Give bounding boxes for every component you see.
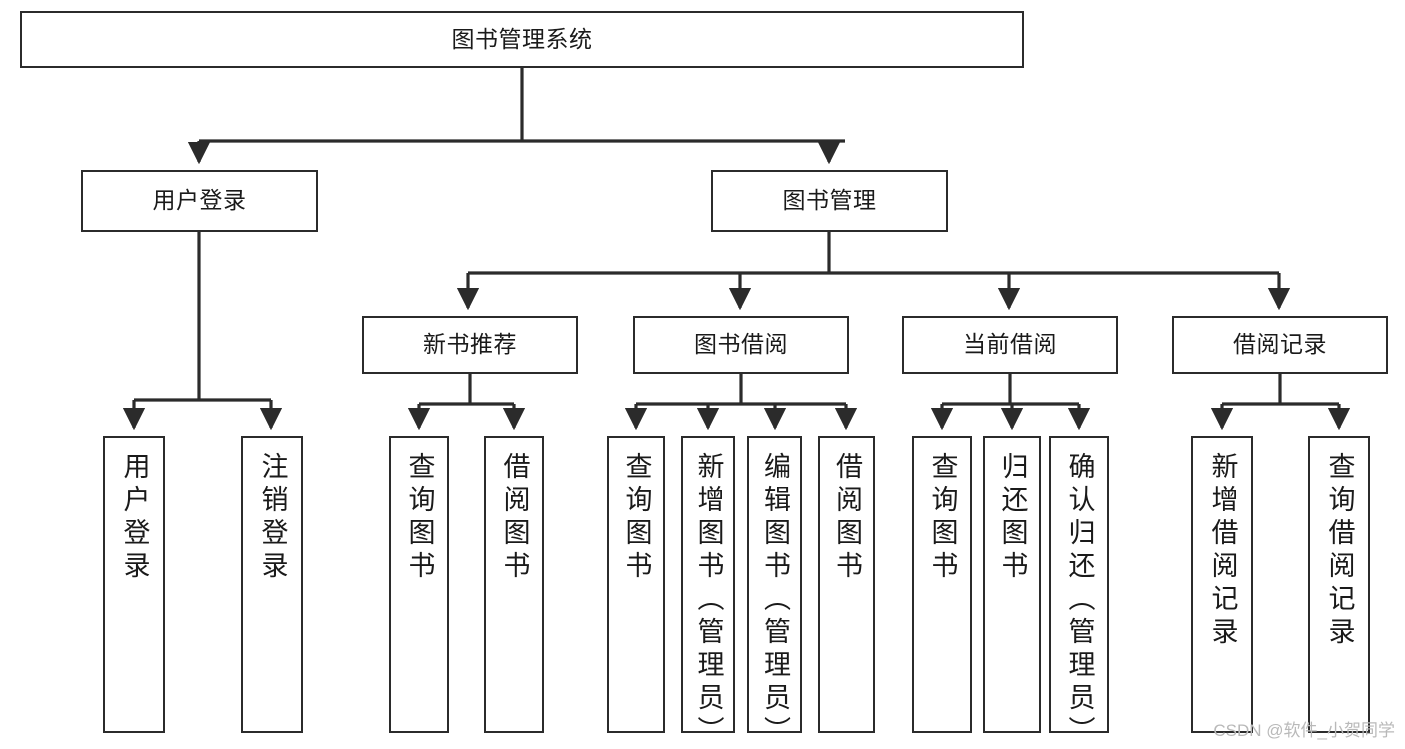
node-leaf-confirm-return[interactable]: 确认归还（管理员）	[1049, 436, 1109, 749]
node-label: 借阅图书	[832, 452, 862, 584]
node-label: 图书管理系统	[451, 25, 593, 52]
node-label: 归还图书	[997, 452, 1028, 584]
node-leaf-user-login[interactable]: 用户登录	[103, 436, 165, 733]
node-user-login[interactable]: 用户登录	[81, 170, 318, 232]
node-label: 新增图书（管理员）	[693, 452, 724, 749]
node-label: 新书推荐	[423, 331, 517, 358]
node-label: 借阅记录	[1233, 331, 1327, 358]
node-borrow-records[interactable]: 借阅记录	[1172, 316, 1388, 374]
node-label: 查询图书	[404, 452, 435, 584]
node-leaf-borrow-book-1[interactable]: 借阅图书	[484, 436, 544, 733]
node-label: 图书借阅	[694, 331, 788, 358]
node-leaf-query-book-2[interactable]: 查询图书	[607, 436, 665, 733]
node-leaf-return-book[interactable]: 归还图书	[983, 436, 1041, 733]
node-label: 用户登录	[152, 187, 247, 214]
node-label: 编辑图书（管理员）	[760, 452, 790, 749]
node-leaf-borrow-book-2[interactable]: 借阅图书	[818, 436, 875, 733]
node-label: 当前借阅	[963, 331, 1057, 358]
node-book-borrow[interactable]: 图书借阅	[633, 316, 849, 374]
node-leaf-add-book[interactable]: 新增图书（管理员）	[681, 436, 735, 749]
node-label: 查询图书	[927, 452, 958, 584]
node-label: 图书管理	[782, 187, 877, 214]
node-label: 新增借阅记录	[1207, 452, 1238, 650]
node-label: 查询图书	[621, 452, 652, 584]
node-new-book-recommend[interactable]: 新书推荐	[362, 316, 578, 374]
node-label: 用户登录	[119, 452, 150, 584]
node-leaf-query-book-1[interactable]: 查询图书	[389, 436, 449, 733]
node-book-management[interactable]: 图书管理	[711, 170, 948, 232]
node-current-borrow[interactable]: 当前借阅	[902, 316, 1118, 374]
node-leaf-add-record[interactable]: 新增借阅记录	[1191, 436, 1253, 733]
node-label: 注销登录	[257, 452, 288, 584]
node-leaf-user-logout[interactable]: 注销登录	[241, 436, 303, 733]
node-label: 确认归还（管理员）	[1064, 452, 1095, 749]
csdn-watermark: CSDN @软件_小贺同学	[1213, 721, 1395, 740]
node-leaf-query-record[interactable]: 查询借阅记录	[1308, 436, 1370, 733]
node-leaf-edit-book[interactable]: 编辑图书（管理员）	[747, 436, 802, 749]
node-label: 借阅图书	[499, 452, 530, 584]
node-label: 查询借阅记录	[1324, 452, 1355, 650]
node-leaf-query-book-3[interactable]: 查询图书	[912, 436, 972, 733]
node-root-system[interactable]: 图书管理系统	[20, 11, 1024, 68]
